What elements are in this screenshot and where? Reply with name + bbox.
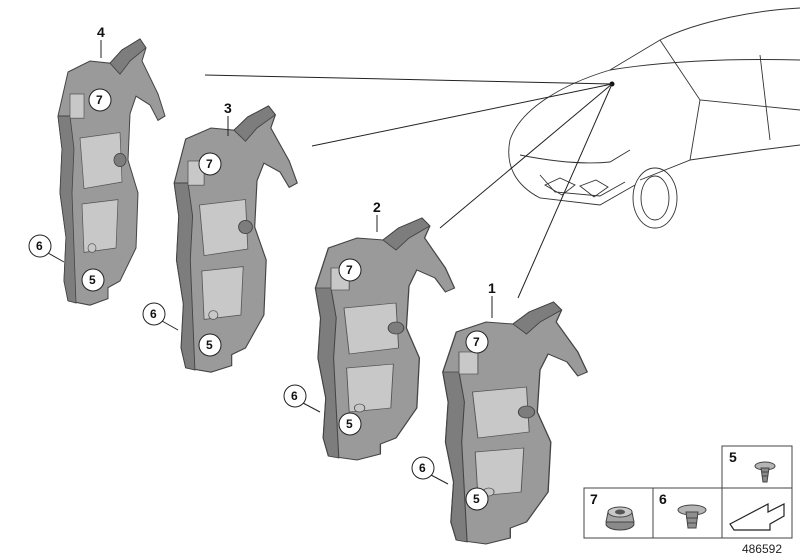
legend-box-6: 6 (652, 487, 723, 539)
callout-5-part3: 5 (198, 333, 222, 357)
leader-line-4 (204, 74, 613, 85)
svg-text:6: 6 (291, 389, 298, 403)
callout-5-part1: 5 (465, 487, 489, 511)
leader-line-1 (517, 83, 613, 299)
svg-text:5: 5 (473, 492, 480, 506)
callout-6-part4: 6 (28, 234, 65, 263)
diagram-number: 486592 (741, 542, 782, 556)
legend-box-5: 5 (721, 445, 793, 489)
callout-6-part3: 6 (142, 302, 179, 331)
svg-text:6: 6 (659, 491, 667, 507)
bracket-part-1 (442, 301, 588, 545)
svg-text:6: 6 (150, 307, 157, 321)
callout-6-part2: 6 (283, 384, 321, 413)
part-number-4: 4 (97, 24, 105, 40)
bracket-part-3 (173, 105, 298, 373)
part-number-3: 3 (224, 100, 232, 116)
svg-text:6: 6 (36, 239, 43, 253)
callout-7-part3: 7 (198, 152, 222, 176)
legend-box-arrow (721, 487, 793, 539)
screw-icon (754, 461, 776, 483)
leader-line-2 (439, 83, 613, 229)
svg-text:7: 7 (590, 491, 598, 507)
bracket-part-2 (314, 217, 456, 461)
direction-arrow-icon (729, 503, 785, 531)
callout-6-part1: 6 (411, 456, 449, 485)
svg-text:5: 5 (729, 449, 737, 465)
svg-text:7: 7 (96, 93, 103, 107)
clip-fastener-icon (677, 504, 707, 529)
callout-5-part4: 5 (81, 268, 105, 292)
legend-box-7: 7 (583, 487, 654, 539)
callout-7-part2: 7 (338, 258, 362, 282)
svg-text:7: 7 (346, 263, 353, 277)
callout-7-part1: 7 (465, 330, 489, 354)
svg-text:5: 5 (346, 417, 353, 431)
nut-icon (605, 506, 635, 531)
callout-7-part4: 7 (88, 88, 112, 112)
part-number-2: 2 (373, 199, 381, 215)
svg-text:7: 7 (473, 335, 480, 349)
car-outline (508, 7, 800, 229)
part-number-1: 1 (488, 280, 496, 296)
bracket-part-4 (57, 38, 166, 306)
svg-text:7: 7 (206, 157, 213, 171)
callout-5-part2: 5 (338, 412, 362, 436)
svg-text:5: 5 (89, 273, 96, 287)
leader-lines (204, 74, 615, 299)
svg-text:6: 6 (419, 461, 426, 475)
svg-text:5: 5 (206, 338, 213, 352)
leader-line-3 (311, 83, 613, 147)
